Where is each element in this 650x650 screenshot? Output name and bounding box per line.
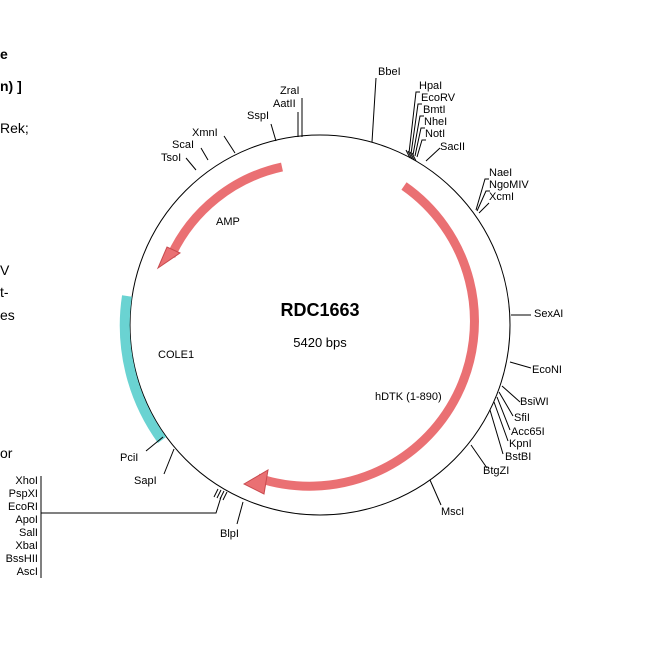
site-label-econi: EcoNI — [532, 364, 562, 376]
site-label-sall: SalI — [19, 527, 38, 539]
bg-text-line: es — [0, 307, 15, 323]
leader-bbel — [371, 77, 377, 143]
plasmid-name: RDC1663 — [280, 300, 359, 320]
leader-pcil — [145, 436, 164, 452]
leader-tsol — [185, 157, 197, 171]
site-label-xmnl: XmnI — [192, 127, 218, 139]
site-label-sfil: SfiI — [514, 412, 530, 424]
leader-ngomiv — [476, 190, 490, 212]
site-label-hpal: HpaI — [419, 80, 442, 92]
site-label-nael: NaeI — [489, 167, 512, 179]
plasmid-size: 5420 bps — [293, 335, 347, 350]
site-label-bbel: BbeI — [378, 66, 401, 78]
leader-nhel — [414, 127, 425, 157]
site-label-pspxi: PspXI — [9, 488, 38, 500]
leader-sacii — [425, 147, 441, 162]
leader-blpl — [236, 501, 244, 525]
site-label-blpl: BlpI — [220, 528, 239, 540]
site-leaders — [40, 77, 532, 578]
feature-label-cole1: COLE1 — [158, 349, 194, 361]
site-label-sacii: SacII — [440, 141, 465, 153]
leader-xcml — [478, 202, 490, 214]
leader-scal — [200, 147, 209, 161]
leader-hpal — [408, 91, 420, 154]
site-label-ecorv: EcoRV — [421, 92, 456, 104]
site-label-bmtl: BmtI — [423, 104, 446, 116]
site-label-btgzl: BtgZI — [483, 465, 509, 477]
site-label-tsol: TsoI — [161, 152, 181, 164]
feature-label-amp: AMP — [216, 216, 240, 228]
plasmid-backbone — [129, 134, 511, 516]
leader-ecorv — [410, 103, 422, 155]
site-label-kpnl: KpnI — [509, 438, 532, 450]
feature-label-hdtk: hDTK (1-890) — [375, 391, 442, 403]
leader-notl — [416, 139, 426, 158]
bg-text-line: e — [0, 46, 8, 62]
leader-econi — [509, 361, 532, 369]
feature-amp-arc — [166, 162, 283, 258]
leader-sapl — [163, 448, 175, 475]
background-text: e n) ] Rek; V t- es or — [0, 46, 29, 461]
feature-hdtk-arrowhead — [242, 469, 269, 495]
bg-text-line: Rek; — [0, 120, 29, 136]
site-labels: BbeI HpaI EcoRV BmtI NheI NotI SacII Nae… — [6, 66, 564, 578]
leader-xmnl — [223, 135, 236, 154]
leader-kpnl — [493, 401, 509, 442]
bg-text-line: t- — [0, 284, 9, 300]
site-label-ngomiv: NgoMIV — [489, 179, 529, 191]
site-label-mscl: MscI — [441, 506, 464, 518]
site-label-zral: ZraI — [280, 85, 300, 97]
site-label-xbal: XbaI — [15, 540, 38, 552]
site-label-scal: ScaI — [172, 139, 194, 151]
leader-sfil — [498, 391, 514, 417]
site-label-notl: NotI — [425, 128, 445, 140]
leader-acc65i — [496, 396, 511, 431]
site-label-xcml: XcmI — [489, 191, 514, 203]
bg-text-line: or — [0, 445, 13, 461]
site-label-ecori: EcoRI — [8, 501, 38, 513]
site-label-sexal: SexAI — [534, 308, 563, 320]
leader-nael — [475, 178, 489, 211]
leader-bmtl — [412, 115, 424, 156]
leader-bstbl — [489, 409, 504, 455]
leader-mcs — [41, 496, 222, 514]
bg-text-line: n) ] — [0, 78, 22, 94]
site-label-bstbl: BstBI — [505, 451, 531, 463]
site-label-sspl: SspI — [247, 110, 269, 122]
site-label-apol: ApoI — [15, 514, 38, 526]
leader-btgzl — [470, 444, 488, 469]
site-label-nhel: NheI — [424, 116, 447, 128]
site-label-pcil: PciI — [120, 452, 138, 464]
leader-sspl — [270, 123, 277, 142]
site-label-acc65i: Acc65I — [511, 426, 545, 438]
feature-amp-arrowhead — [156, 246, 182, 270]
site-label-bsiwi: BsiWI — [520, 396, 549, 408]
leader-mscl — [429, 479, 442, 506]
site-label-ascl: AscI — [17, 566, 38, 578]
site-label-aatii: AatII — [273, 98, 296, 110]
leader-bsiwi — [501, 385, 521, 403]
bg-text-line: V — [0, 262, 10, 278]
site-ticks — [213, 149, 417, 501]
feature-hdtk-arc — [256, 182, 479, 491]
site-label-bsshii: BssHII — [6, 553, 38, 565]
site-label-sapl: SapI — [134, 475, 157, 487]
feature-cole1-arc — [119, 295, 167, 443]
site-label-xhol: XhoI — [15, 475, 38, 487]
